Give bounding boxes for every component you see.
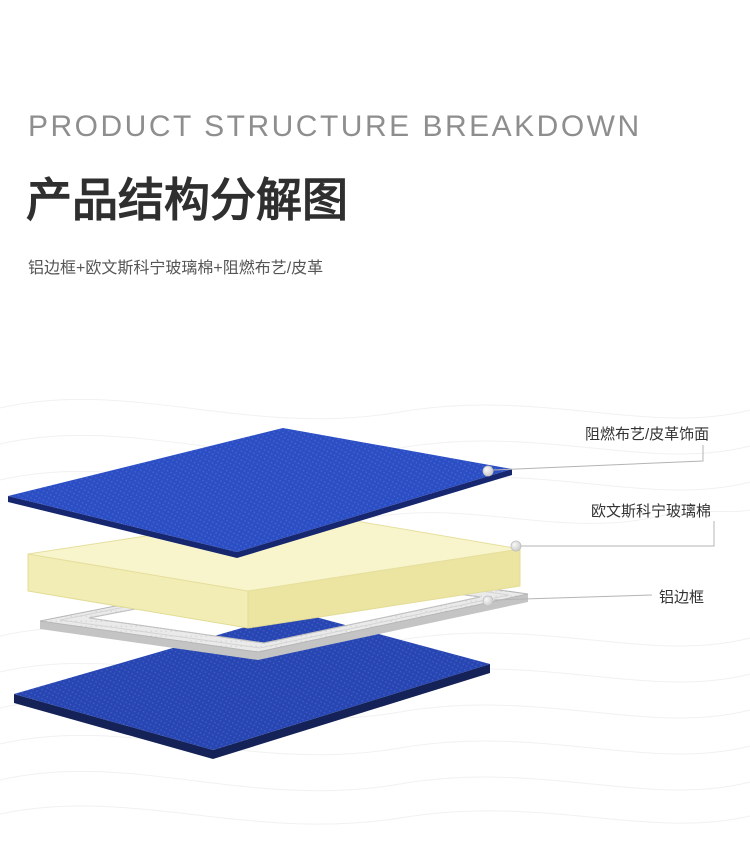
callout-dot-glasswool [510, 540, 522, 552]
panel-left-side [14, 694, 213, 759]
page-title-english: PRODUCT STRUCTURE BREAKDOWN [28, 110, 642, 143]
wave-line [0, 805, 750, 825]
fabric-left-side [8, 496, 237, 558]
callout-label-frame: 铝边框 [659, 589, 705, 606]
callout-dots [482, 465, 522, 607]
callout-label-glasswool: 欧文斯科宁玻璃棉 [591, 503, 712, 520]
callout-dot-frame [482, 595, 494, 607]
frame-right-side [258, 594, 528, 660]
fabric-top-texture [8, 428, 512, 552]
wave-line [0, 734, 750, 756]
callout-connectors [492, 445, 715, 601]
fabric-right-side [237, 469, 512, 558]
callout-label-fabric: 阻燃布艺/皮革饰面 [585, 426, 710, 443]
leader-line-frame [493, 594, 653, 601]
wave-line [0, 770, 750, 792]
materials-subtitle: 铝边框+欧文斯科宁玻璃棉+阻燃布艺/皮革 [28, 260, 324, 277]
foam-top-face [27, 511, 521, 592]
wave-line [0, 398, 750, 420]
frame-left-side [40, 621, 258, 660]
panel-top-texture [14, 612, 490, 750]
fabric-top-layer [8, 428, 512, 558]
callout-dot-fabric [482, 465, 494, 477]
frame-mesh-texture [40, 565, 528, 652]
leader-line-fabric [492, 445, 704, 471]
glasswool-layer [27, 511, 521, 629]
wave-line [359, 509, 750, 524]
panel-right-side [213, 664, 490, 759]
finished-panel-layer [14, 612, 490, 759]
page-title-chinese: 产品结构分解图 [26, 174, 348, 226]
leader-line-glasswool [521, 521, 715, 547]
wave-line [0, 434, 750, 456]
